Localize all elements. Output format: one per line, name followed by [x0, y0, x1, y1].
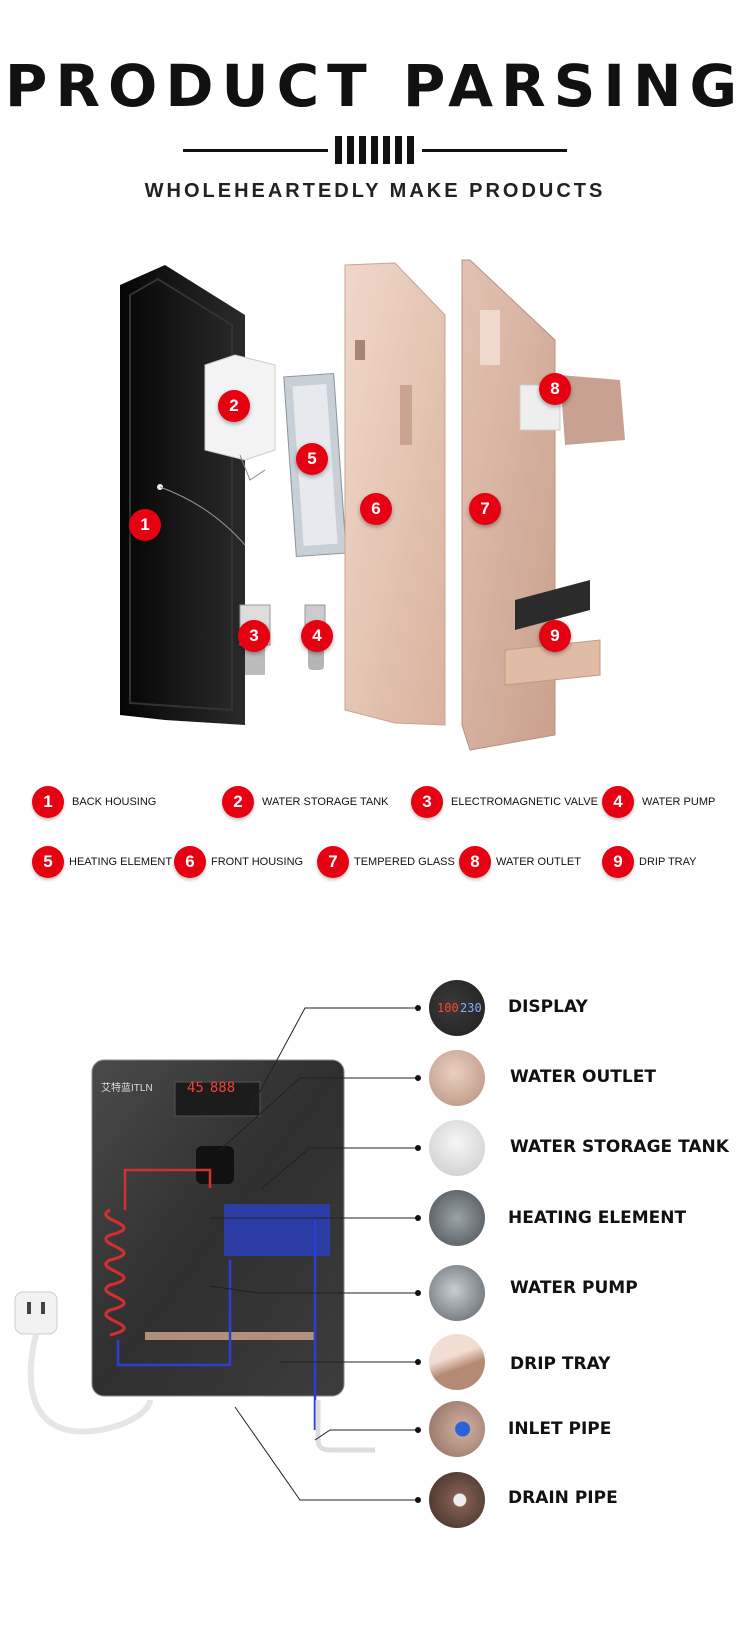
- water-pump-thumbnail: [429, 1265, 485, 1321]
- part-marker-2: 2: [218, 390, 250, 422]
- water-outlet-thumbnail: [429, 1050, 485, 1106]
- callout-label-display: DISPLAY: [508, 997, 588, 1017]
- legend-badge: 4: [602, 786, 634, 818]
- legend-label: FRONT HOUSING: [211, 856, 304, 868]
- power-plug: [14, 1291, 153, 1435]
- svg-text:230: 230: [460, 1001, 482, 1015]
- display-right-value: 888: [209, 1080, 236, 1096]
- device-callout-diagram: [14, 1005, 421, 1503]
- legend-label: WATER STORAGE TANK: [262, 796, 389, 808]
- front-housing-part: [344, 262, 446, 726]
- drain-pipe-thumbnail: [429, 1472, 485, 1528]
- legend-label: WATER OUTLET: [496, 856, 581, 868]
- part-marker-1: 1: [129, 509, 161, 541]
- heating-element-thumbnail: [429, 1190, 485, 1246]
- title-divider: [183, 136, 567, 164]
- callout-label-water-storage-tank: WATER STORAGE TANK: [510, 1137, 729, 1157]
- drip-tray-thumbnail: [429, 1334, 485, 1390]
- display-left-value: 45: [187, 1080, 204, 1096]
- legend-item-water-outlet: 8 WATER OUTLET: [459, 846, 581, 878]
- part-marker-4: 4: [301, 620, 333, 652]
- exploded-view: 1 2 3 4 5 6 7 8 9: [0, 255, 750, 775]
- inlet-pipe-graphic: [315, 1400, 375, 1453]
- callout-label-heating-element: HEATING ELEMENT: [508, 1208, 687, 1228]
- legend-item-back-housing: 1 BACK HOUSING: [32, 786, 156, 818]
- legend-badge: 9: [602, 846, 634, 878]
- part-marker-3: 3: [238, 620, 270, 652]
- legend-badge: 2: [222, 786, 254, 818]
- device-brand: 艾特蓝ITLN: [101, 1083, 153, 1094]
- back-housing-part: [120, 265, 246, 725]
- legend-item-tempered-glass: 7 TEMPERED GLASS: [317, 846, 455, 878]
- inlet-pipe-thumbnail: [429, 1401, 485, 1457]
- legend-item-drip-tray: 9 DRIP TRAY: [602, 846, 696, 878]
- legend-label: WATER PUMP: [642, 796, 716, 808]
- legend-label: BACK HOUSING: [72, 796, 157, 808]
- callout-label-water-outlet: WATER OUTLET: [510, 1067, 656, 1087]
- legend-item-electromagnetic-valve: 3 ELECTROMAGNETIC VALVE: [411, 786, 598, 818]
- callout-label-drip-tray: DRIP TRAY: [510, 1354, 611, 1374]
- device-display: 45 888: [187, 1080, 257, 1100]
- legend-label: DRIP TRAY: [639, 856, 697, 868]
- water-storage-tank-thumbnail: [429, 1120, 485, 1176]
- svg-text:100: 100: [437, 1001, 459, 1015]
- legend-badge: 3: [411, 786, 443, 818]
- part-marker-9: 9: [539, 620, 571, 652]
- part-marker-5: 5: [296, 443, 328, 475]
- part-marker-6: 6: [360, 493, 392, 525]
- device-body: [91, 1059, 345, 1430]
- legend-label: HEATING ELEMENT: [69, 856, 173, 868]
- legend-badge: 5: [32, 846, 64, 878]
- legend-badge: 6: [174, 846, 206, 878]
- callout-label-inlet-pipe: INLET PIPE: [508, 1419, 612, 1439]
- page-subtitle: WHOLEHEARTEDLY MAKE PRODUCTS: [144, 180, 606, 202]
- part-marker-7: 7: [469, 493, 501, 525]
- page-title: PRODUCT PARSING: [4, 52, 746, 120]
- legend-item-water-storage-tank: 2 WATER STORAGE TANK: [222, 786, 389, 818]
- legend-item-front-housing: 6 FRONT HOUSING: [174, 846, 303, 878]
- callout-lines: [209, 1007, 418, 1501]
- callout-dots: [415, 1005, 421, 1503]
- callout-label-drain-pipe: DRAIN PIPE: [508, 1488, 618, 1508]
- legend-badge: 7: [317, 846, 349, 878]
- legend-item-water-pump: 4 WATER PUMP: [602, 786, 715, 818]
- callout-label-water-pump: WATER PUMP: [510, 1278, 638, 1298]
- legend-badge: 1: [32, 786, 64, 818]
- legend-item-heating-element: 5 HEATING ELEMENT: [32, 846, 172, 878]
- legend-label: TEMPERED GLASS: [354, 856, 455, 868]
- tempered-glass-part: [461, 259, 556, 751]
- legend-label: ELECTROMAGNETIC VALVE: [451, 796, 598, 808]
- legend-badge: 8: [459, 846, 491, 878]
- part-marker-8: 8: [539, 373, 571, 405]
